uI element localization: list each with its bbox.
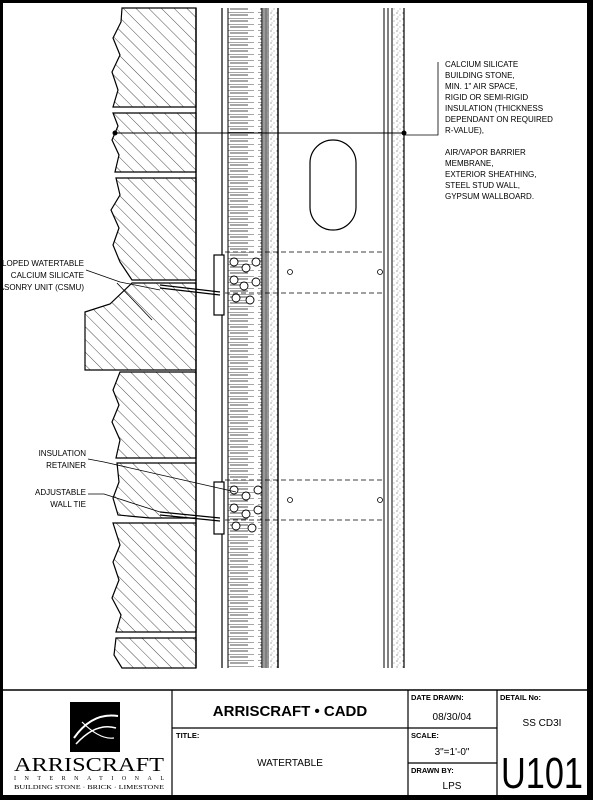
materials-line: DEPENDANT ON REQUIRED	[445, 115, 553, 124]
paper	[3, 3, 587, 795]
arriscraft-logo	[70, 702, 120, 752]
materials-line: MIN. 1" AIR SPACE,	[445, 82, 518, 91]
upper-wall-tie	[159, 254, 261, 316]
gypsum-wallboard	[392, 8, 404, 668]
materials-line: CALCIUM SILICATE	[445, 60, 518, 69]
watertable-line: MASONRY UNIT (CSMU)	[0, 283, 84, 292]
watertable-line: SLOPED WATERTABLE	[0, 259, 84, 268]
materials-line: GYPSUM WALLBOARD.	[445, 192, 534, 201]
materials-line: RIGID OR SEMI-RIGID	[445, 93, 528, 102]
company-subname: INTERNATIONAL	[14, 776, 164, 782]
title-label: TITLE:	[176, 731, 199, 740]
retainer-line: RETAINER	[46, 461, 86, 470]
stud-knockout	[309, 139, 357, 231]
wall-section-drawing	[84, 7, 439, 669]
title-value: WATERTABLE	[257, 758, 323, 769]
materials-line: BUILDING STONE,	[445, 71, 515, 80]
detail-code: SS CD3I	[523, 718, 562, 729]
drawn-by-label: DRAWN BY:	[411, 766, 454, 775]
callout-wall-tie: ADJUSTABLE WALL TIE	[35, 488, 86, 509]
detail-label: DETAIL No:	[500, 693, 541, 702]
date-label: DATE DRAWN:	[411, 693, 464, 702]
materials-line: INSULATION (THICKNESS	[445, 104, 543, 113]
scale-value: 3"=1'-0"	[435, 747, 470, 758]
date-value: 08/30/04	[433, 712, 472, 723]
company-name: ARRISCRAFT	[14, 754, 164, 776]
company-tagline: BUILDING STONE · BRICK · LIMESTONE	[14, 784, 164, 791]
exterior-sheathing	[266, 8, 278, 668]
rigid-insulation	[228, 8, 262, 668]
scale-label: SCALE:	[411, 731, 439, 740]
materials-line: R-VALUE),	[445, 126, 484, 135]
materials-line: MEMBRANE,	[445, 159, 493, 168]
callout-insulation-retainer: INSULATION RETAINER	[39, 449, 87, 470]
materials-line: AIR/VAPOR BARRIER	[445, 148, 526, 157]
materials-line: EXTERIOR SHEATHING,	[445, 170, 536, 179]
header-title: ARRISCRAFT • CADD	[213, 703, 368, 720]
retainer-line: INSULATION	[39, 449, 87, 458]
title-block: ARRISCRAFT INTERNATIONAL BUILDING STONE …	[3, 689, 587, 798]
stone-wythe	[84, 7, 197, 669]
wall-tie-line: WALL TIE	[50, 500, 86, 509]
drawn-by-value: LPS	[443, 781, 462, 792]
materials-line: STEEL STUD WALL,	[445, 181, 520, 190]
callout-materials: CALCIUM SILICATE BUILDING STONE, MIN. 1"…	[445, 60, 553, 201]
lower-wall-tie	[159, 481, 263, 535]
callout-watertable: SLOPED WATERTABLE CALCIUM SILICATE MASON…	[0, 259, 84, 292]
watertable-line: CALCIUM SILICATE	[11, 271, 84, 280]
wall-tie-line: ADJUSTABLE	[35, 488, 86, 497]
detail-number: U101	[501, 749, 583, 798]
